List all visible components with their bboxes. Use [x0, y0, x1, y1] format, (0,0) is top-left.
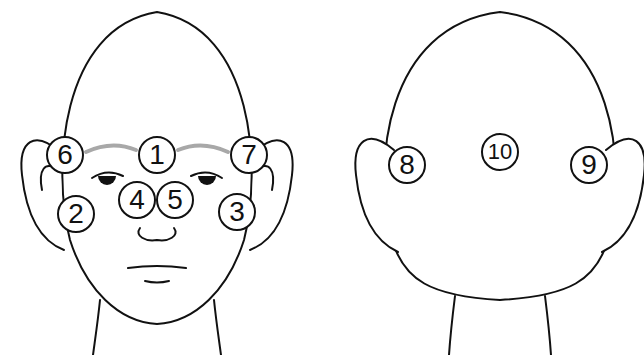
callout-number: 2 — [68, 200, 84, 228]
callout-circle: 6 — [46, 136, 84, 174]
callout-number: 3 — [229, 198, 245, 226]
callout-circle: 10 — [481, 133, 519, 171]
callout-number: 7 — [241, 141, 257, 169]
callout-circle: 1 — [138, 136, 176, 174]
callout-number: 1 — [149, 141, 165, 169]
callout-circle: 7 — [230, 136, 268, 174]
callout-number: 10 — [488, 141, 512, 163]
callout-circle: 2 — [57, 195, 95, 233]
callout-number: 6 — [57, 141, 73, 169]
callout-number: 8 — [399, 151, 415, 179]
callout-circle: 8 — [388, 146, 426, 184]
callout-number: 4 — [129, 186, 145, 214]
callout-circle: 5 — [156, 181, 194, 219]
callout-number: 5 — [167, 186, 183, 214]
callout-circle: 9 — [570, 146, 608, 184]
callout-circle: 3 — [218, 193, 256, 231]
callout-circle: 4 — [118, 181, 156, 219]
callout-number: 9 — [581, 151, 597, 179]
